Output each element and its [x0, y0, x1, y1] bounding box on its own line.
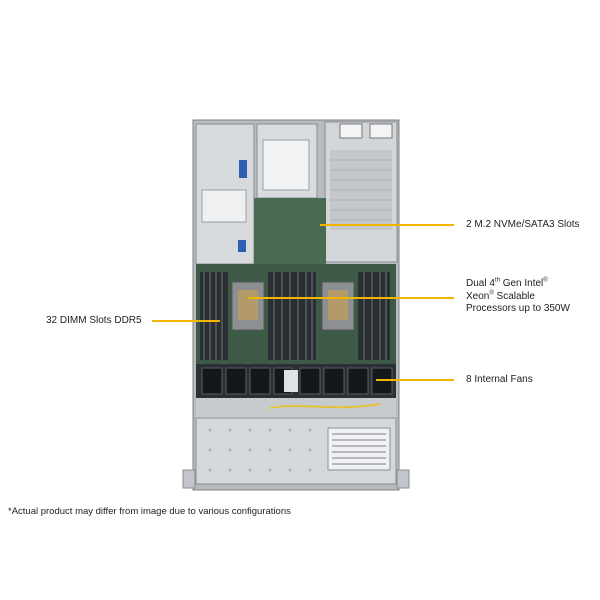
processors-line-1-sup: th: [494, 277, 500, 284]
fans-label: 8 Internal Fans: [466, 374, 533, 387]
disclaimer-footnote: *Actual product may differ from image du…: [8, 506, 291, 517]
processors-line-2: Xeon® Scalable: [466, 290, 570, 304]
processors-leader: [248, 297, 454, 299]
processors-label: Dual 4th Gen Intel® Xeon® Scalable Proce…: [466, 278, 570, 316]
processors-line-3: Processors up to 350W: [466, 303, 570, 314]
fans-leader: [376, 379, 454, 381]
m2-slots-text: 2 M.2 NVMe/SATA3 Slots: [466, 219, 580, 230]
dimm-slots-leader: [152, 320, 220, 322]
processors-line-1: Dual 4th Gen Intel®: [466, 278, 570, 291]
processors-line-1-prefix: Dual 4: [466, 278, 495, 289]
processors-line-2-suffix: Scalable: [493, 290, 535, 302]
dimm-slots-text: 32 DIMM Slots DDR5: [46, 315, 142, 326]
dimm-slots-label: 32 DIMM Slots DDR5: [46, 315, 142, 328]
m2-slots-label: 2 M.2 NVMe/SATA3 Slots: [466, 219, 580, 232]
processors-line-2-reg: ®: [489, 290, 494, 297]
processors-line-2-prefix: Xeon: [466, 290, 490, 302]
m2-slots-leader: [320, 224, 454, 226]
processors-line-1-reg: ®: [543, 277, 548, 284]
fans-text: 8 Internal Fans: [466, 374, 533, 385]
processors-line-1-suffix: Gen Intel: [499, 278, 544, 289]
